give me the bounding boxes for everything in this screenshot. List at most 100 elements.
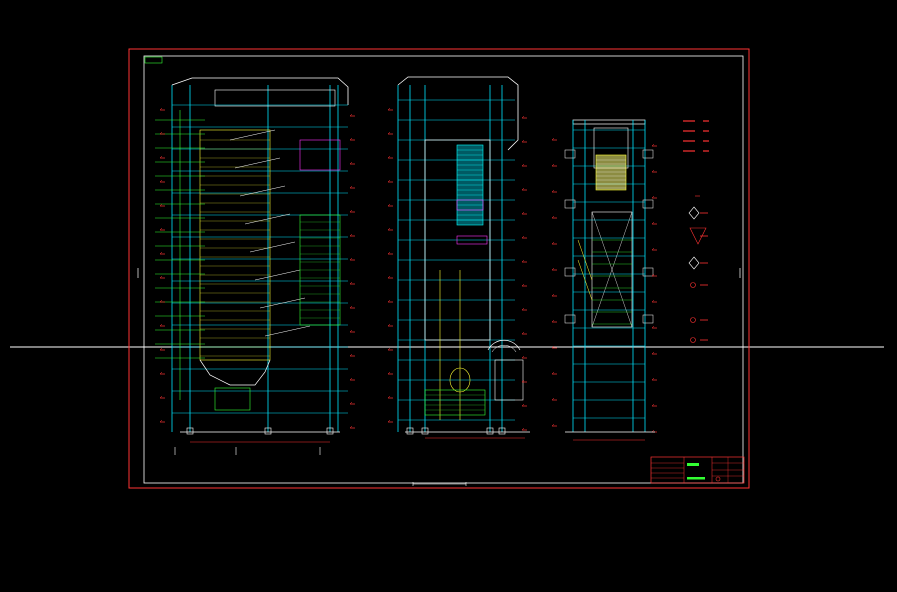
level-mark <box>159 179 163 183</box>
level-mark <box>651 143 655 147</box>
level-mark <box>349 209 353 213</box>
level-mark <box>349 113 353 117</box>
rear-elevation-view[interactable] <box>551 119 657 441</box>
level-mark <box>551 215 555 219</box>
diagonal-brace <box>239 185 286 197</box>
level-mark <box>159 227 163 231</box>
level-mark <box>349 377 353 381</box>
drum-section <box>595 154 627 191</box>
level-mark <box>159 275 163 279</box>
level-mark <box>521 427 525 431</box>
legend-circle-symbol <box>690 282 696 288</box>
level-mark <box>159 323 163 327</box>
level-mark <box>349 185 353 189</box>
level-mark <box>521 403 525 407</box>
level-mark <box>551 319 555 323</box>
level-mark <box>521 163 525 167</box>
platform <box>642 314 654 324</box>
level-mark <box>521 259 525 263</box>
level-mark <box>387 155 391 159</box>
outer-border <box>128 48 750 489</box>
level-mark <box>551 371 555 375</box>
level-mark <box>551 189 555 193</box>
level-mark <box>387 251 391 255</box>
level-mark <box>387 323 391 327</box>
level-mark <box>651 351 655 355</box>
level-mark <box>521 211 525 215</box>
heater-bank <box>299 139 341 171</box>
level-mark <box>387 275 391 279</box>
rear-pass <box>591 211 633 328</box>
level-mark <box>551 267 555 271</box>
level-mark <box>521 115 525 119</box>
level-mark <box>387 347 391 351</box>
footing <box>186 427 194 435</box>
roof-outline <box>397 76 519 151</box>
furnace-shell <box>424 139 491 341</box>
diagonal-brace <box>249 241 296 253</box>
level-mark <box>387 299 391 303</box>
level-mark <box>387 203 391 207</box>
level-mark <box>349 233 353 237</box>
piping-rack <box>424 389 486 416</box>
legend-diamond-symbol <box>688 206 700 220</box>
diagonal-brace <box>244 213 291 225</box>
hopper <box>199 359 271 386</box>
level-mark <box>551 137 555 141</box>
level-mark <box>349 329 353 333</box>
level-mark <box>521 235 525 239</box>
level-mark <box>387 395 391 399</box>
platform <box>642 149 654 159</box>
level-mark <box>651 403 655 407</box>
level-mark <box>159 395 163 399</box>
level-mark <box>349 281 353 285</box>
level-mark <box>651 273 655 277</box>
level-mark <box>159 299 163 303</box>
level-mark <box>387 227 391 231</box>
platform <box>564 199 576 209</box>
reheater-band <box>456 235 488 245</box>
title-block <box>650 456 745 484</box>
legend-circle-symbol <box>690 337 696 343</box>
level-mark <box>387 107 391 111</box>
footing <box>498 427 506 435</box>
level-mark <box>551 345 555 349</box>
level-mark <box>349 137 353 141</box>
platform <box>564 149 576 159</box>
level-mark <box>159 107 163 111</box>
level-mark <box>521 331 525 335</box>
duct-bend-inner <box>491 344 517 353</box>
level-mark <box>349 353 353 357</box>
level-mark <box>551 397 555 401</box>
level-mark <box>159 203 163 207</box>
front-elevation-view[interactable] <box>155 77 355 455</box>
roof-beam <box>572 119 646 125</box>
legend-diamond-symbol <box>688 256 700 270</box>
level-mark <box>651 377 655 381</box>
level-mark <box>159 251 163 255</box>
bottom-scale-mark <box>412 482 467 486</box>
diagonal-brace <box>234 157 281 169</box>
level-mark <box>521 187 525 191</box>
level-mark <box>651 299 655 303</box>
level-mark <box>651 325 655 329</box>
level-mark <box>651 195 655 199</box>
level-mark <box>349 257 353 261</box>
level-mark <box>521 307 525 311</box>
level-mark <box>551 241 555 245</box>
boiler-body <box>199 129 271 361</box>
level-mark <box>387 131 391 135</box>
side-elevation-view[interactable] <box>387 76 530 439</box>
level-mark <box>651 221 655 225</box>
level-mark <box>387 371 391 375</box>
stair <box>577 259 593 301</box>
level-mark <box>551 163 555 167</box>
diagonal-brace <box>259 297 306 309</box>
diagonal-brace <box>254 269 301 281</box>
footing <box>264 427 272 435</box>
corner-tag-box <box>144 56 163 64</box>
level-mark <box>159 131 163 135</box>
top-drum-housing <box>214 89 336 107</box>
level-mark <box>521 283 525 287</box>
